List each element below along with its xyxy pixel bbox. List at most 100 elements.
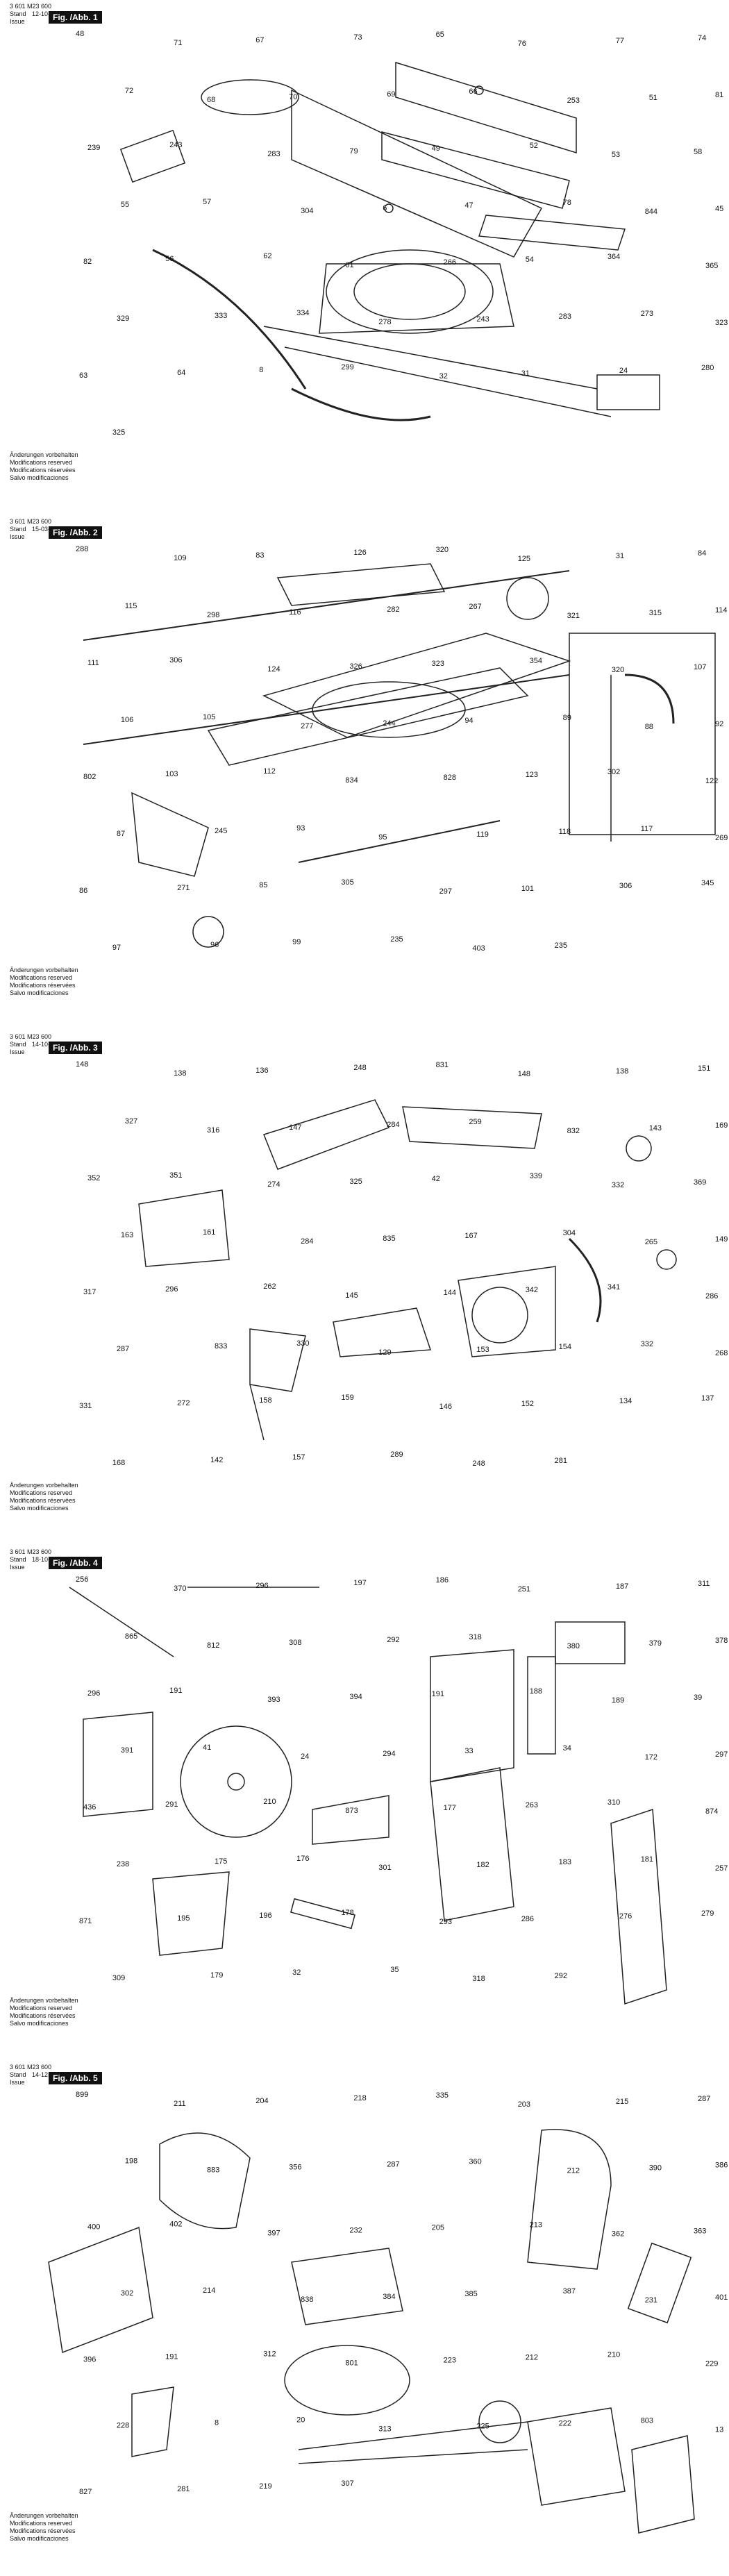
part-callout: 83 (255, 551, 264, 560)
part-callout: 296 (165, 1285, 178, 1294)
part-callout: 149 (715, 1235, 728, 1244)
part-callout: 31 (616, 552, 624, 560)
doc-code: 3 601 M23 600 (10, 518, 52, 525)
part-callout: 223 (444, 2356, 456, 2364)
part-callout: 103 (165, 770, 178, 778)
part-callout: 45 (715, 205, 723, 213)
part-callout: 345 (701, 879, 714, 887)
part-callout: 153 (476, 1346, 489, 1354)
part-callout: 248 (472, 1460, 485, 1468)
part-callout: 256 (76, 1575, 88, 1584)
part-callout: 871 (79, 1917, 92, 1925)
part-callout: 212 (567, 2166, 580, 2175)
part-callout: 47 (464, 201, 473, 210)
part-callout: 67 (255, 36, 264, 44)
figure-label: Fig. /Abb. 3 (49, 1042, 102, 1054)
part-callout: 279 (701, 1909, 714, 1918)
part-callout: 145 (345, 1291, 358, 1300)
part-callout: 49 (432, 144, 440, 153)
part-callout: 137 (701, 1394, 714, 1403)
doc-code: 3 601 M23 600 (10, 3, 52, 10)
part-callout: 213 (530, 2221, 542, 2230)
part-callout: 214 (203, 2286, 215, 2295)
part-callout: 323 (715, 319, 728, 327)
part-callout: 274 (267, 1180, 280, 1189)
part-callout: 134 (619, 1397, 632, 1405)
part-callout: 148 (518, 1070, 530, 1078)
part-callout: 304 (301, 207, 313, 215)
part-callout: 66 (469, 87, 477, 96)
part-callout: 197 (353, 1579, 366, 1587)
part-callout: 191 (165, 2352, 178, 2361)
part-callout: 403 (472, 944, 485, 953)
note-line: Änderungen vorbehalten (10, 967, 78, 973)
issue-label: Issue (10, 533, 25, 540)
part-callout: 159 (341, 1394, 353, 1402)
part-callout: 157 (292, 1453, 305, 1462)
part-callout: 281 (177, 2485, 190, 2493)
part-callout: 342 (526, 1286, 538, 1294)
issue-label: Issue (10, 1564, 25, 1571)
part-callout: 198 (125, 2157, 137, 2165)
part-callout: 838 (301, 2295, 313, 2304)
part-callout: 82 (83, 258, 92, 266)
figure-label: Fig. /Abb. 5 (49, 2072, 102, 2084)
part-callout: 341 (608, 1283, 620, 1291)
part-callout: 218 (353, 2094, 366, 2102)
part-callout: 95 (378, 833, 387, 842)
part-callout: 8 (259, 366, 263, 374)
part-callout: 280 (701, 364, 714, 372)
note-line: Modifications réservées (10, 467, 76, 474)
part-callout: 306 (619, 882, 632, 890)
part-callout: 311 (698, 1580, 710, 1588)
part-callout: 269 (715, 834, 728, 842)
part-callout: 271 (177, 884, 190, 892)
part-callout: 238 (117, 1860, 129, 1868)
part-callout: 391 (121, 1746, 133, 1755)
part-callout: 288 (76, 545, 88, 553)
part-callout: 283 (559, 312, 571, 321)
part-callout: 215 (616, 2098, 628, 2106)
part-callout: 151 (698, 1064, 710, 1073)
part-callout: 158 (259, 1396, 271, 1405)
note-line: Änderungen vorbehalten (10, 1997, 78, 2004)
stand-date: 15-03-06 (32, 526, 58, 533)
part-callout: 85 (259, 881, 267, 889)
part-callout: 304 (563, 1229, 576, 1237)
part-callout: 204 (255, 2097, 268, 2105)
part-callout: 39 (694, 1693, 702, 1702)
part-callout: 339 (530, 1172, 542, 1180)
part-callout: 84 (698, 549, 706, 558)
part-callout: 318 (472, 1975, 485, 1983)
part-callout: 182 (476, 1861, 489, 1869)
part-callout: 34 (563, 1744, 571, 1753)
part-callout: 834 (345, 776, 358, 785)
part-callout: 191 (432, 1690, 444, 1698)
part-callout: 369 (694, 1178, 706, 1187)
part-callout: 352 (87, 1174, 100, 1182)
part-callout: 211 (174, 2100, 186, 2108)
part-callout: 210 (608, 2350, 620, 2359)
part-callout: 179 (210, 1971, 223, 1980)
part-callout: 8 (215, 2419, 219, 2427)
part-callout: 93 (296, 824, 305, 833)
figure-label: Fig. /Abb. 4 (49, 1557, 102, 1569)
part-callout: 313 (378, 2425, 391, 2434)
part-callout: 86 (79, 887, 87, 895)
part-callout: 828 (444, 773, 456, 782)
part-callout: 212 (526, 2353, 538, 2361)
part-callout: 307 (341, 2479, 353, 2488)
stand-date: 14-12-09 (32, 2071, 58, 2078)
part-callout: 284 (301, 1237, 313, 1246)
part-callout: 316 (207, 1126, 219, 1135)
stand-date: 14-10-28 (32, 1041, 58, 1048)
notes-block: Änderungen vorbehalten Modifications res… (10, 2512, 78, 2543)
part-callout: 71 (174, 39, 182, 47)
part-callout: 257 (715, 1864, 728, 1873)
part-callout: 69 (387, 90, 395, 99)
part-callout: 222 (559, 2420, 571, 2428)
part-callout: 292 (555, 1972, 567, 1980)
part-callout: 393 (267, 1696, 280, 1704)
